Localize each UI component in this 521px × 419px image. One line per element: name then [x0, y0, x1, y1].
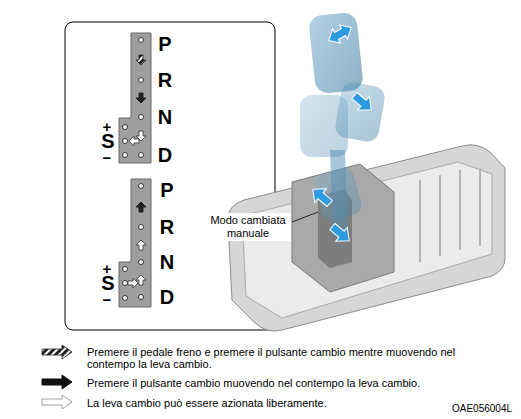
minus-sign: − — [103, 292, 112, 307]
legend-text: La leva cambio può essere azionata liber… — [87, 397, 487, 409]
gear-letter: N — [158, 107, 172, 127]
gate-bottom — [119, 179, 151, 307]
minus-sign: − — [103, 150, 112, 165]
shift-lever — [300, 12, 387, 248]
hatched-arrow-icon — [42, 345, 72, 359]
legend-text: Premere il pulsante cambio muovendo nel … — [87, 377, 487, 389]
gear-letter: S — [101, 131, 114, 151]
callout-label: Modo cambiata manuale — [205, 213, 291, 241]
figure-code: OAE056004L — [452, 404, 512, 414]
gear-letter: S — [101, 273, 114, 293]
gear-letter: R — [158, 70, 172, 90]
gear-letter: P — [160, 180, 173, 200]
gear-letter: P — [158, 34, 171, 54]
gear-letter: N — [160, 252, 174, 272]
gear-letter: D — [160, 287, 174, 307]
leader-line — [292, 212, 318, 222]
gear-letter: D — [158, 145, 172, 165]
outline-arrow-icon — [42, 395, 72, 409]
legend-text: Premere il pedale freno e premere il pul… — [87, 346, 487, 370]
gate-top — [119, 33, 151, 163]
solid-arrow-icon — [42, 375, 72, 389]
gear-letter: R — [160, 217, 174, 237]
